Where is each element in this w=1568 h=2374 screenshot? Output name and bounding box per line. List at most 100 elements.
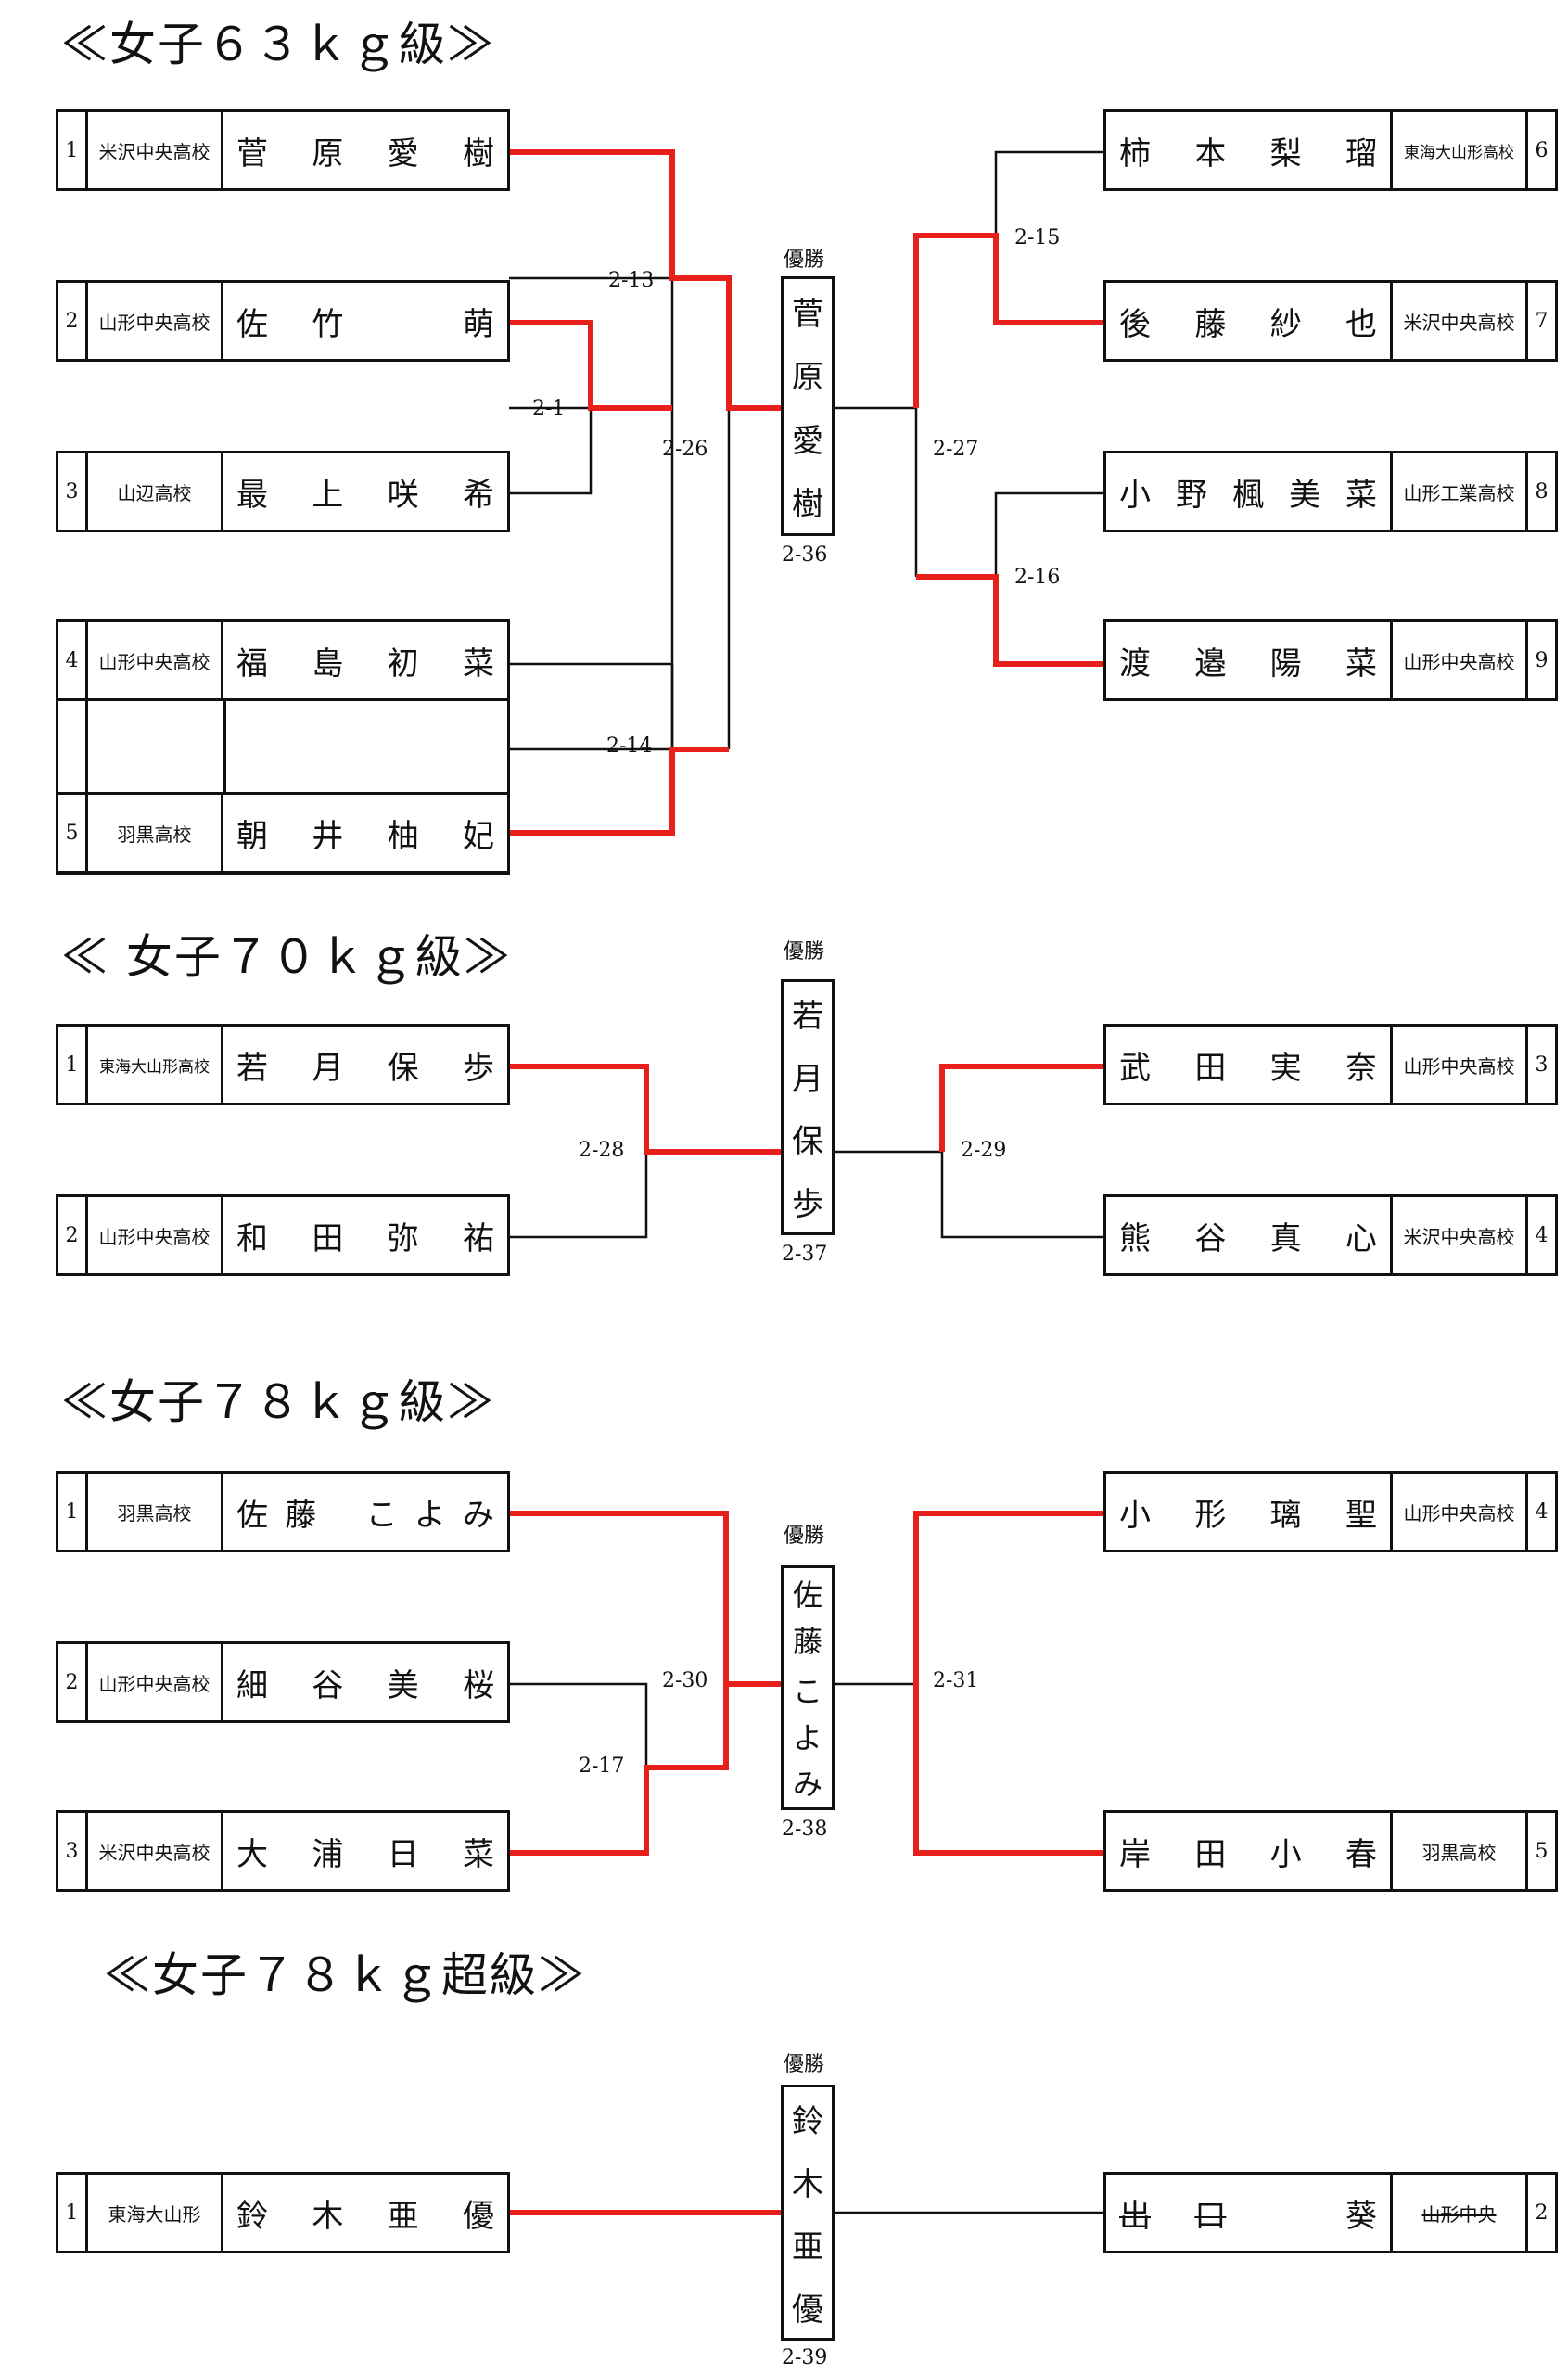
entry-63-3: 3 山辺高校 最上咲希 [56, 451, 510, 532]
school-name: 米沢中央高校 [1390, 1197, 1525, 1273]
match-number: 2-15 [1014, 226, 1061, 249]
athlete-name: 武田実奈 [1119, 1049, 1377, 1087]
champion-char: 鈴 [792, 2103, 823, 2141]
seed-number: 3 [58, 1813, 88, 1889]
seed-number: 1 [58, 1027, 88, 1103]
seed-number: 3 [58, 453, 88, 530]
entry-63-7: 後藤紗也 米沢中央高校 7 [1103, 280, 1558, 362]
seed-number: 2 [58, 283, 88, 359]
champion-char: 菅 [792, 295, 823, 333]
athlete-name: 若月保歩 [236, 1049, 494, 1087]
athlete-name: 柿本梨瑠 [1119, 134, 1377, 172]
match-number: 2-31 [933, 1669, 979, 1692]
seed-number: 4 [1525, 1474, 1555, 1550]
seed-number: 1 [58, 2175, 88, 2251]
school-name: 山形中央高校 [88, 1644, 223, 1720]
match-number: 2-29 [961, 1139, 1007, 1162]
champion-box-63kg: 菅 原 愛 樹 [781, 276, 835, 536]
school-name: 山形中央高校 [88, 622, 223, 698]
champion-char: 優 [792, 2291, 823, 2329]
match-number: 2-13 [608, 269, 655, 292]
school-name: 羽黒高校 [88, 795, 223, 871]
final-match-number: 2-38 [782, 1818, 828, 1841]
champion-char: 樹 [792, 486, 823, 524]
athlete-name: 細谷美桜 [236, 1666, 494, 1704]
champion-box-78kg: 佐 藤 こ よ み [781, 1565, 835, 1810]
champion-label: 優勝 [784, 940, 825, 964]
division-title-70kg: ≪ 女子７０ｋｇ級≫ [61, 930, 512, 984]
athlete-name: 出口葵 [1119, 2197, 1377, 2235]
school-name: 米沢中央高校 [1390, 283, 1525, 359]
athlete-name: 大浦日菜 [236, 1835, 494, 1873]
athlete-name: 佐藤こよみ [236, 1496, 494, 1534]
match-number: 2-1 [532, 397, 566, 420]
champion-char: こ [792, 1674, 822, 1709]
champion-char: 保 [792, 1123, 823, 1161]
entry-63-4: 4 山形中央高校 福島初菜 [56, 619, 510, 701]
entry-over78-1: 1 東海大山形 鈴木亜優 [56, 2172, 510, 2253]
seed-number: 6 [1525, 112, 1555, 188]
match-number: 2-26 [662, 438, 708, 461]
match-number: 2-17 [579, 1755, 625, 1778]
school-name: 山辺高校 [88, 453, 223, 530]
seed-number: 4 [1525, 1197, 1555, 1273]
division-title-over78kg: ≪女子７８ｋｇ超級≫ [104, 1948, 586, 2002]
champion-char: 亜 [792, 2228, 823, 2266]
athlete-name: 和田弥祐 [236, 1219, 494, 1257]
champion-char: 藤 [792, 1624, 822, 1659]
entry-63-9: 渡邉陽菜 山形中央高校 9 [1103, 619, 1558, 701]
division-title-63kg: ≪女子６３ｋｇ級≫ [61, 18, 495, 71]
entry-63-2: 2 山形中央高校 佐竹萌 [56, 280, 510, 362]
entry-63-8: 小野楓美菜 山形工業高校 8 [1103, 451, 1558, 532]
school-name: 山形中央高校 [1390, 622, 1525, 698]
seed-number: 8 [1525, 453, 1555, 530]
entry-78-4: 小形璃聖 山形中央高校 4 [1103, 1471, 1558, 1552]
school-name: 山形中央高校 [1390, 1027, 1525, 1103]
final-match-number: 2-36 [782, 543, 828, 567]
seed-number: 4 [58, 622, 88, 698]
athlete-name: 後藤紗也 [1119, 305, 1377, 343]
champion-char: よ [792, 1720, 822, 1755]
seed-number: 5 [1525, 1813, 1555, 1889]
entry-78-1: 1 羽黒高校 佐藤こよみ [56, 1471, 510, 1552]
entry-70-4: 熊谷真心 米沢中央高校 4 [1103, 1194, 1558, 1276]
athlete-name: 佐竹萌 [236, 305, 494, 343]
school-name: 山形中央高校 [1390, 1474, 1525, 1550]
champion-char: 木 [792, 2165, 823, 2203]
champion-char: 佐 [792, 1577, 822, 1613]
entry-70-3: 武田実奈 山形中央高校 3 [1103, 1024, 1558, 1105]
champion-box-70kg: 若 月 保 歩 [781, 979, 835, 1235]
entry-70-1: 1 東海大山形高校 若月保歩 [56, 1024, 510, 1105]
seed-number: 3 [1525, 1027, 1555, 1103]
champion-char: 歩 [792, 1185, 823, 1223]
match-number: 2-28 [579, 1139, 625, 1162]
entry-63-1: 1 米沢中央高校 菅原愛樹 [56, 109, 510, 191]
school-name: 山形中央高校 [88, 283, 223, 359]
entry-63-6: 柿本梨瑠 東海大山形高校 6 [1103, 109, 1558, 191]
final-match-number: 2-39 [782, 2346, 828, 2369]
school-name: 羽黒高校 [88, 1474, 223, 1550]
athlete-name: 朝井柚妃 [236, 817, 494, 855]
seed-number: 9 [1525, 622, 1555, 698]
athlete-name: 福島初菜 [236, 645, 494, 683]
athlete-name: 小野楓美菜 [1119, 476, 1377, 514]
champion-char: み [792, 1767, 822, 1802]
seed-number: 1 [58, 1474, 88, 1550]
entry-70-2: 2 山形中央高校 和田弥祐 [56, 1194, 510, 1276]
entry-over78-2-withdrawn: 出口葵 山形中央 2 [1103, 2172, 1558, 2253]
match-number: 2-27 [933, 438, 979, 461]
seed-number: 2 [1525, 2175, 1555, 2251]
entry-78-5: 岸田小春 羽黒高校 5 [1103, 1810, 1558, 1892]
school-name: 山形工業高校 [1390, 453, 1525, 530]
athlete-name: 菅原愛樹 [236, 134, 494, 172]
seed-number: 2 [58, 1197, 88, 1273]
champion-label: 優勝 [784, 2053, 825, 2076]
athlete-name: 岸田小春 [1119, 1835, 1377, 1873]
school-name: 山形中央 [1390, 2175, 1525, 2251]
school-name: 東海大山形 [88, 2175, 223, 2251]
school-name: 米沢中央高校 [88, 1813, 223, 1889]
athlete-name: 渡邉陽菜 [1119, 645, 1377, 683]
final-match-number: 2-37 [782, 1243, 828, 1266]
